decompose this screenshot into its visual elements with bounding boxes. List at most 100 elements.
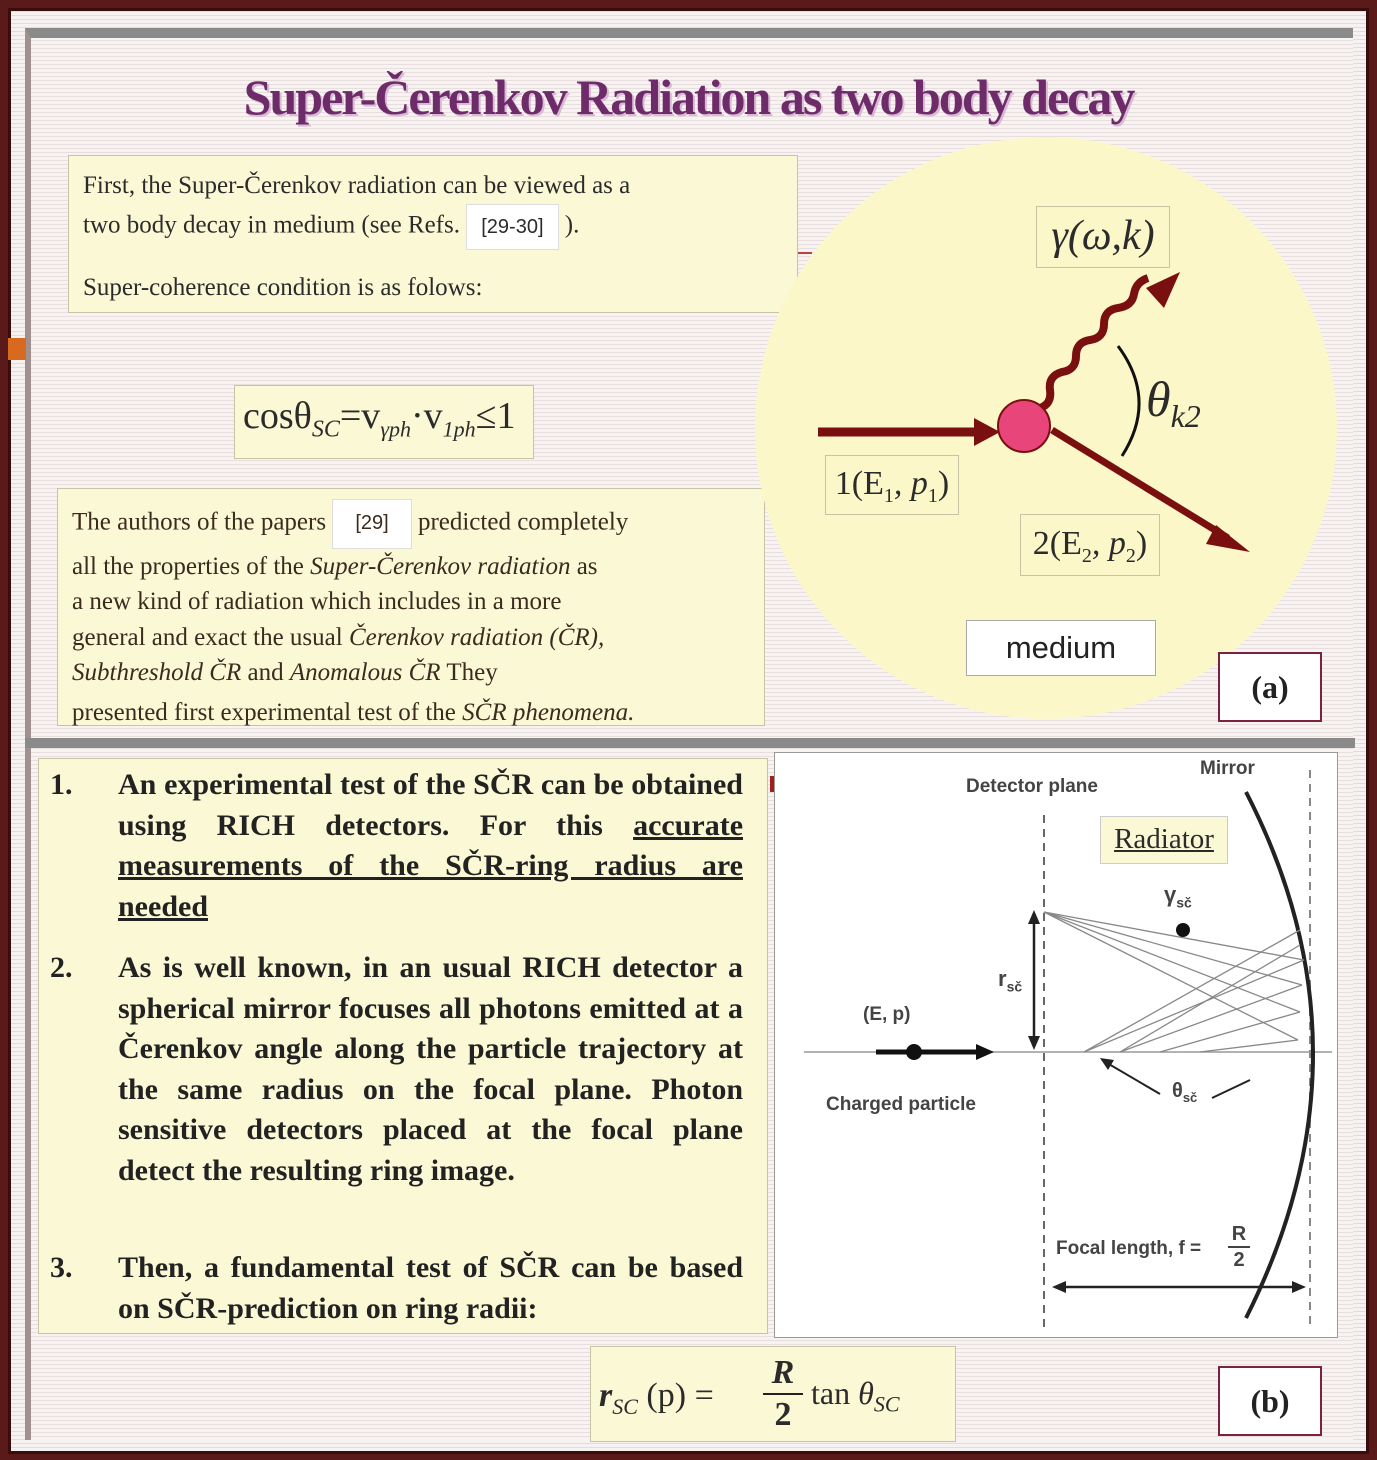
authors-line-4: general and exact the usual Čerenkov rad… xyxy=(72,620,764,656)
p2-close: ) xyxy=(1135,525,1148,562)
outgoing-arrowhead xyxy=(1206,525,1250,552)
theta-sub: sč xyxy=(1182,1090,1198,1105)
p2-p: , p xyxy=(1091,525,1126,562)
photon-wavy xyxy=(1038,274,1150,412)
particle-arrowhead xyxy=(976,1044,994,1060)
orange-marker xyxy=(8,338,26,360)
list-text-1: An experimental test of the SČR can be o… xyxy=(118,768,743,842)
r-sub: sč xyxy=(1006,978,1023,995)
authors-l2-post: as xyxy=(576,552,598,580)
photon-label: γ(ω,k) xyxy=(1036,206,1170,268)
r-sc-label: rsč xyxy=(998,966,1022,994)
intro-line-2: two body decay in medium (see Refs. [29-… xyxy=(83,204,797,250)
particle-dot xyxy=(906,1044,922,1060)
authors-l1-pre: The authors of the papers xyxy=(72,508,327,536)
p2-e: 2(E xyxy=(1032,525,1082,562)
p2-sub: 2 xyxy=(1081,544,1092,567)
panel-a-label: (a) xyxy=(1218,652,1322,722)
rich-diagram xyxy=(774,752,1338,1338)
authors-l6-pre: presented first experimental test of the xyxy=(72,698,456,726)
ref-29: [29] xyxy=(332,499,412,549)
coherence-formula: cosθSC=vγph·v1ph≤1 xyxy=(234,385,534,459)
authors-l5-post: They xyxy=(446,659,498,686)
ring-radius-formula: rSC (p) = R 2 tan θSC xyxy=(590,1346,956,1442)
authors-line-5: Subthreshold ČR and Anomalous ČR They xyxy=(72,655,764,691)
focal-arrow-right xyxy=(1292,1281,1306,1293)
photon-dot xyxy=(1176,923,1190,937)
authors-line-3: a new kind of radiation which includes i… xyxy=(72,588,562,615)
formula-theta-sub: SC xyxy=(873,1391,900,1417)
gamma-sc-label: γsč xyxy=(1164,882,1192,910)
formula-den: 2 xyxy=(774,1396,792,1433)
list-body-2: As is well known, in an usual RICH detec… xyxy=(118,951,743,1187)
authors-l5-ital1: Subthreshold ČR xyxy=(72,659,242,686)
formula-tan: tan xyxy=(811,1375,851,1411)
incoming-arrowhead xyxy=(974,418,1000,446)
decay-diagram xyxy=(755,137,1337,719)
p1-psub: 1 xyxy=(927,484,938,507)
photon-rays xyxy=(1043,911,1305,1053)
authors-l6-ital: SČR phenomena. xyxy=(462,698,635,726)
le-1: ≤1 xyxy=(475,395,516,437)
gamma-sub: sč xyxy=(1176,894,1192,911)
angle-theta: θ xyxy=(1146,371,1171,427)
sub-1ph: 1ph xyxy=(442,416,476,442)
r-sym: r xyxy=(998,966,1007,991)
mirror-label: Mirror xyxy=(1200,758,1255,779)
formula-num: R xyxy=(763,1353,803,1395)
p1-p: , p xyxy=(893,465,928,502)
intro-line-3: Super-coherence condition is as folows: xyxy=(83,274,483,301)
focal-fraction: R 2 xyxy=(1228,1222,1250,1272)
focal-text: Focal length, f = xyxy=(1056,1238,1202,1259)
angle-sub: k2 xyxy=(1170,398,1201,434)
authors-l2-pre: all the properties of the xyxy=(72,552,304,580)
dot-v: ·v xyxy=(410,395,443,437)
authors-l5-mid: and xyxy=(247,659,284,686)
r-arrow-bottom xyxy=(1028,1036,1040,1050)
authors-line-6: presented first experimental test of the… xyxy=(72,695,764,731)
slide-title: Super-Čerenkov Radiation as two body dec… xyxy=(243,69,1136,125)
sub-sc: SC xyxy=(311,416,340,443)
sub-gph: γph xyxy=(380,416,411,442)
intro-line-2-end: ). xyxy=(564,211,580,239)
authors-l4-pre: general and exact the usual xyxy=(72,623,343,651)
theta-sc-label: θsč xyxy=(1172,1080,1197,1105)
list-text-1-underlined: accurate measurements of the SČR-ring ra… xyxy=(118,808,744,923)
authors-l4-ital: Čerenkov radiation (ČR), xyxy=(348,623,605,651)
p1-sub: 1 xyxy=(883,484,894,507)
particle-2-label: 2(E2, p2) xyxy=(1020,514,1160,576)
list-num-1: 1. xyxy=(50,768,73,801)
outgoing-arrow xyxy=(1050,427,1230,541)
angle-label: θk2 xyxy=(1146,370,1201,435)
particle-1-label: 1(E1, p1) xyxy=(825,455,959,515)
list-box xyxy=(38,758,768,1334)
focal-arrow-left xyxy=(1052,1281,1066,1293)
list-num-2: 2. xyxy=(50,951,73,984)
focal-R: R xyxy=(1228,1222,1250,1248)
list-body-1: An experimental test of the SČR can be o… xyxy=(118,765,743,927)
list-num-3: 3. xyxy=(50,1251,73,1284)
gamma-sym: γ xyxy=(1164,882,1177,907)
focal-2: 2 xyxy=(1233,1249,1245,1271)
theta-sym: θ xyxy=(1172,1080,1183,1102)
p1-close: ) xyxy=(937,465,950,502)
detector-plane-label: Detector plane xyxy=(966,776,1098,797)
ep-label: (E, p) xyxy=(863,1004,911,1025)
formula-arg: (p) = xyxy=(646,1377,714,1414)
formula-r: r xyxy=(599,1377,613,1414)
vertex xyxy=(997,399,1051,453)
charged-particle-label: Charged particle xyxy=(826,1094,976,1115)
intro-line-2-text: two body decay in medium (see Refs. xyxy=(83,211,460,239)
eq-v: =v xyxy=(339,395,381,437)
ref-29-30: [29-30] xyxy=(466,204,559,250)
radiator-label: Radiator xyxy=(1100,816,1228,864)
formula-theta: θ xyxy=(858,1375,874,1411)
authors-l2-ital: Super-Čerenkov radiation xyxy=(310,552,571,580)
focal-length-label: Focal length, f = xyxy=(1056,1238,1201,1260)
theta-arc xyxy=(1101,1059,1251,1099)
red-tick xyxy=(770,776,774,792)
authors-l1-post: predicted completely xyxy=(417,508,629,536)
intro-box: First, the Super-Čerenkov radiation can … xyxy=(68,155,798,313)
cos-theta: cosθ xyxy=(243,395,312,437)
